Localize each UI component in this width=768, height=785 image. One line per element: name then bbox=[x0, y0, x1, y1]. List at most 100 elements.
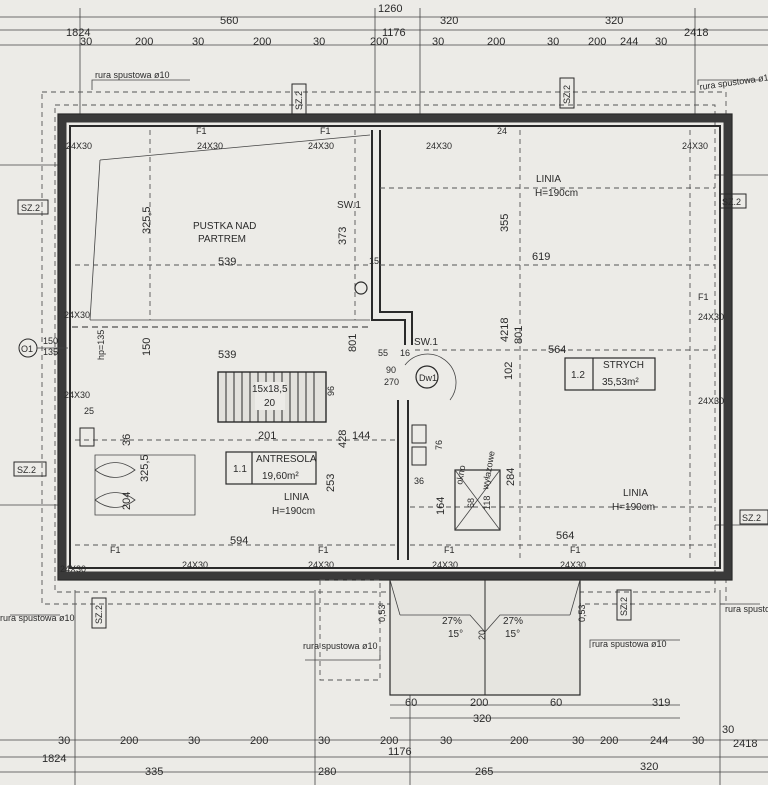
v118: 118 bbox=[482, 496, 492, 510]
f1-2: F1 bbox=[320, 126, 331, 136]
f1-7: F1 bbox=[698, 292, 709, 302]
w24-5: 24X30 bbox=[66, 141, 92, 151]
t30-5: 30 bbox=[547, 36, 559, 48]
rura-tl: rura spustowa ø10 bbox=[95, 70, 170, 80]
b60a: 60 bbox=[405, 697, 417, 709]
b30-2: 30 bbox=[188, 735, 200, 747]
stair-count: 20 bbox=[264, 398, 276, 409]
room-tags: 1.1 ANTRESOLA 19,60m² 1.2 STRYCH 35,53m² bbox=[233, 360, 644, 482]
rura-br: rura spustowa ø10 bbox=[592, 639, 667, 649]
v801a: 801 bbox=[513, 326, 525, 344]
v96: 96 bbox=[326, 386, 336, 396]
rura-bl: rura spustowa ø10 bbox=[303, 641, 378, 651]
stairs bbox=[217, 371, 327, 423]
v150: 150 bbox=[43, 336, 58, 346]
v3255a: 325,5 bbox=[141, 206, 153, 234]
v20: 20 bbox=[477, 630, 487, 640]
bottom-dimensions: 60 200 60 319 320 30 30 200 30 200 30 20… bbox=[42, 697, 757, 778]
room-texts: PUSTKA NAD PARTREM LINIA H=190cm LINIA H… bbox=[21, 174, 655, 640]
v373: 373 bbox=[337, 227, 349, 245]
b200-4: 200 bbox=[510, 735, 528, 747]
hp-label: hp=135 bbox=[96, 330, 106, 360]
v284: 284 bbox=[505, 468, 517, 486]
w24-2: 24X30 bbox=[308, 141, 334, 151]
deg-2: 15° bbox=[505, 629, 520, 640]
roof-window bbox=[454, 469, 501, 531]
v1535: 150 bbox=[141, 338, 153, 356]
okno-1: okno bbox=[454, 464, 467, 485]
o1-label: O1 bbox=[21, 344, 33, 354]
guide-lines bbox=[75, 130, 715, 560]
door-dw1-symbol bbox=[415, 365, 439, 389]
pct-2: 27% bbox=[503, 616, 523, 627]
b30r: 30 bbox=[722, 724, 734, 736]
dim-320a: 320 bbox=[440, 15, 458, 27]
b244: 244 bbox=[650, 735, 668, 747]
deg-1: 15° bbox=[448, 629, 463, 640]
w24-8: 24X30 bbox=[432, 560, 458, 570]
b30-1: 30 bbox=[58, 735, 70, 747]
sz2-1: SZ.2 bbox=[21, 203, 40, 213]
v164: 164 bbox=[435, 497, 447, 515]
dw1-label: Dw1 bbox=[419, 373, 437, 383]
sz2-4: SZ.2 bbox=[742, 513, 761, 523]
h190-3: H=190cm bbox=[612, 502, 655, 513]
sz2-5: SZ.2 bbox=[294, 91, 304, 110]
b280: 280 bbox=[318, 766, 336, 778]
v3255b: 325,5 bbox=[139, 454, 151, 482]
v36a: 36 bbox=[121, 434, 133, 446]
b1824: 1824 bbox=[42, 753, 66, 765]
linia-1: LINIA bbox=[536, 174, 561, 185]
v270: 270 bbox=[384, 377, 399, 387]
v355: 355 bbox=[499, 214, 511, 232]
room1-area: 19,60m² bbox=[262, 471, 299, 482]
h190-2: H=190cm bbox=[272, 506, 315, 517]
s053-1: 0,53 bbox=[377, 604, 387, 622]
room-boxes bbox=[225, 357, 656, 485]
dim-1176: 1176 bbox=[382, 27, 406, 39]
w24-3: 24X30 bbox=[426, 141, 452, 151]
sz-tags: SZ.2 SZ.2 SZ.2 SZ.2 SZ.2 SZ.2 SZ.2 SZ.2 bbox=[17, 85, 761, 624]
t30-6: 30 bbox=[655, 36, 667, 48]
inner-dimensions: 325,5 373 355 4218 801 801 150 135 150 1… bbox=[43, 126, 574, 640]
linia-2: LINIA bbox=[284, 492, 309, 503]
v102: 102 bbox=[503, 362, 515, 380]
w24-6: 24X30 bbox=[182, 560, 208, 570]
sw-tags: SW.1 SW.1 bbox=[337, 200, 438, 348]
b30-4: 30 bbox=[440, 735, 452, 747]
h539a: 539 bbox=[218, 256, 236, 268]
w24-9: 24X30 bbox=[560, 560, 586, 570]
t200-4: 200 bbox=[487, 36, 505, 48]
window-tags: F1 F1 F1 F1 F1 F1 F1 24X30 24X30 24X30 2… bbox=[60, 126, 724, 574]
door-arc bbox=[404, 353, 457, 401]
pustka-line2: PARTREM bbox=[198, 234, 246, 245]
b1176: 1176 bbox=[388, 746, 412, 758]
stair-size: 15x18,5 bbox=[252, 384, 288, 395]
h564a: 564 bbox=[548, 344, 566, 356]
s053-2: 0,53 bbox=[577, 604, 587, 622]
b320c: 320 bbox=[640, 761, 658, 773]
dim-320b: 320 bbox=[605, 15, 623, 27]
sw1-a: SW.1 bbox=[337, 200, 361, 211]
w24-4: 24X30 bbox=[682, 141, 708, 151]
v76: 76 bbox=[434, 440, 444, 450]
v15: 15 bbox=[369, 256, 379, 266]
h190-1: H=190cm bbox=[535, 188, 578, 199]
void-symbol bbox=[94, 454, 196, 516]
sz2-6: SZ.2 bbox=[562, 85, 572, 104]
column-circle bbox=[354, 281, 368, 295]
entrance-canopy bbox=[319, 579, 581, 696]
sz2-2: SZ.2 bbox=[17, 465, 36, 475]
pct-1: 27% bbox=[442, 616, 462, 627]
v24: 24 bbox=[497, 126, 507, 136]
sz2-7: SZ.2 bbox=[94, 605, 104, 624]
void-outline bbox=[89, 134, 371, 321]
dim-1260: 1260 bbox=[378, 3, 402, 15]
room1-number: 1.1 bbox=[233, 464, 247, 475]
v55: 55 bbox=[378, 348, 388, 358]
v204: 204 bbox=[121, 492, 133, 510]
b265: 265 bbox=[475, 766, 493, 778]
v428: 428 bbox=[337, 430, 349, 448]
